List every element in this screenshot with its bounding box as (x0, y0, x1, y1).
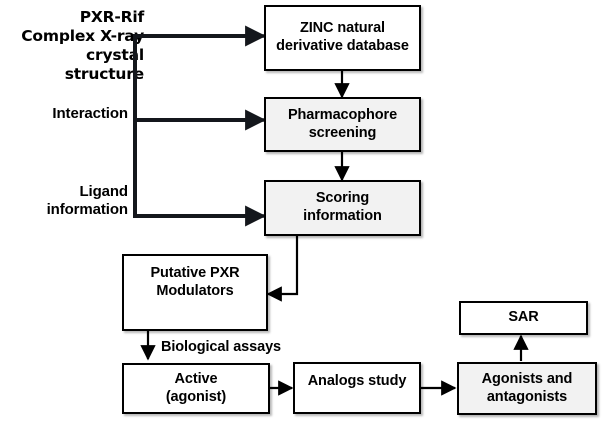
node-active-agonist[interactable]: Active(agonist) (122, 363, 270, 414)
node-active-agonist-label: Active(agonist) (165, 370, 227, 405)
node-sar-label: SAR (508, 309, 539, 326)
node-analogs-study-label: Analogs study (307, 373, 407, 390)
edge-crystal-to-zinc-line (133, 34, 257, 38)
node-analogs-study[interactable]: Analogs study (293, 362, 421, 414)
input-label-ligand-information: Ligand information (46, 183, 129, 219)
input-label-crystal-structure: PXR-Rif Complex X-ray crystal structure (21, 8, 144, 83)
node-sar[interactable]: SAR (459, 301, 588, 335)
edge-scoring-to-putative-modulators (266, 236, 299, 302)
input-label-interaction: Interaction (52, 105, 128, 122)
edge-ligand-to-scoring-line (133, 214, 257, 218)
edge-interaction-to-pharmacophore-line (133, 118, 257, 122)
input-bus-vertical-line (133, 34, 137, 218)
edge-label-biological-assays: Biological assays (161, 339, 281, 355)
